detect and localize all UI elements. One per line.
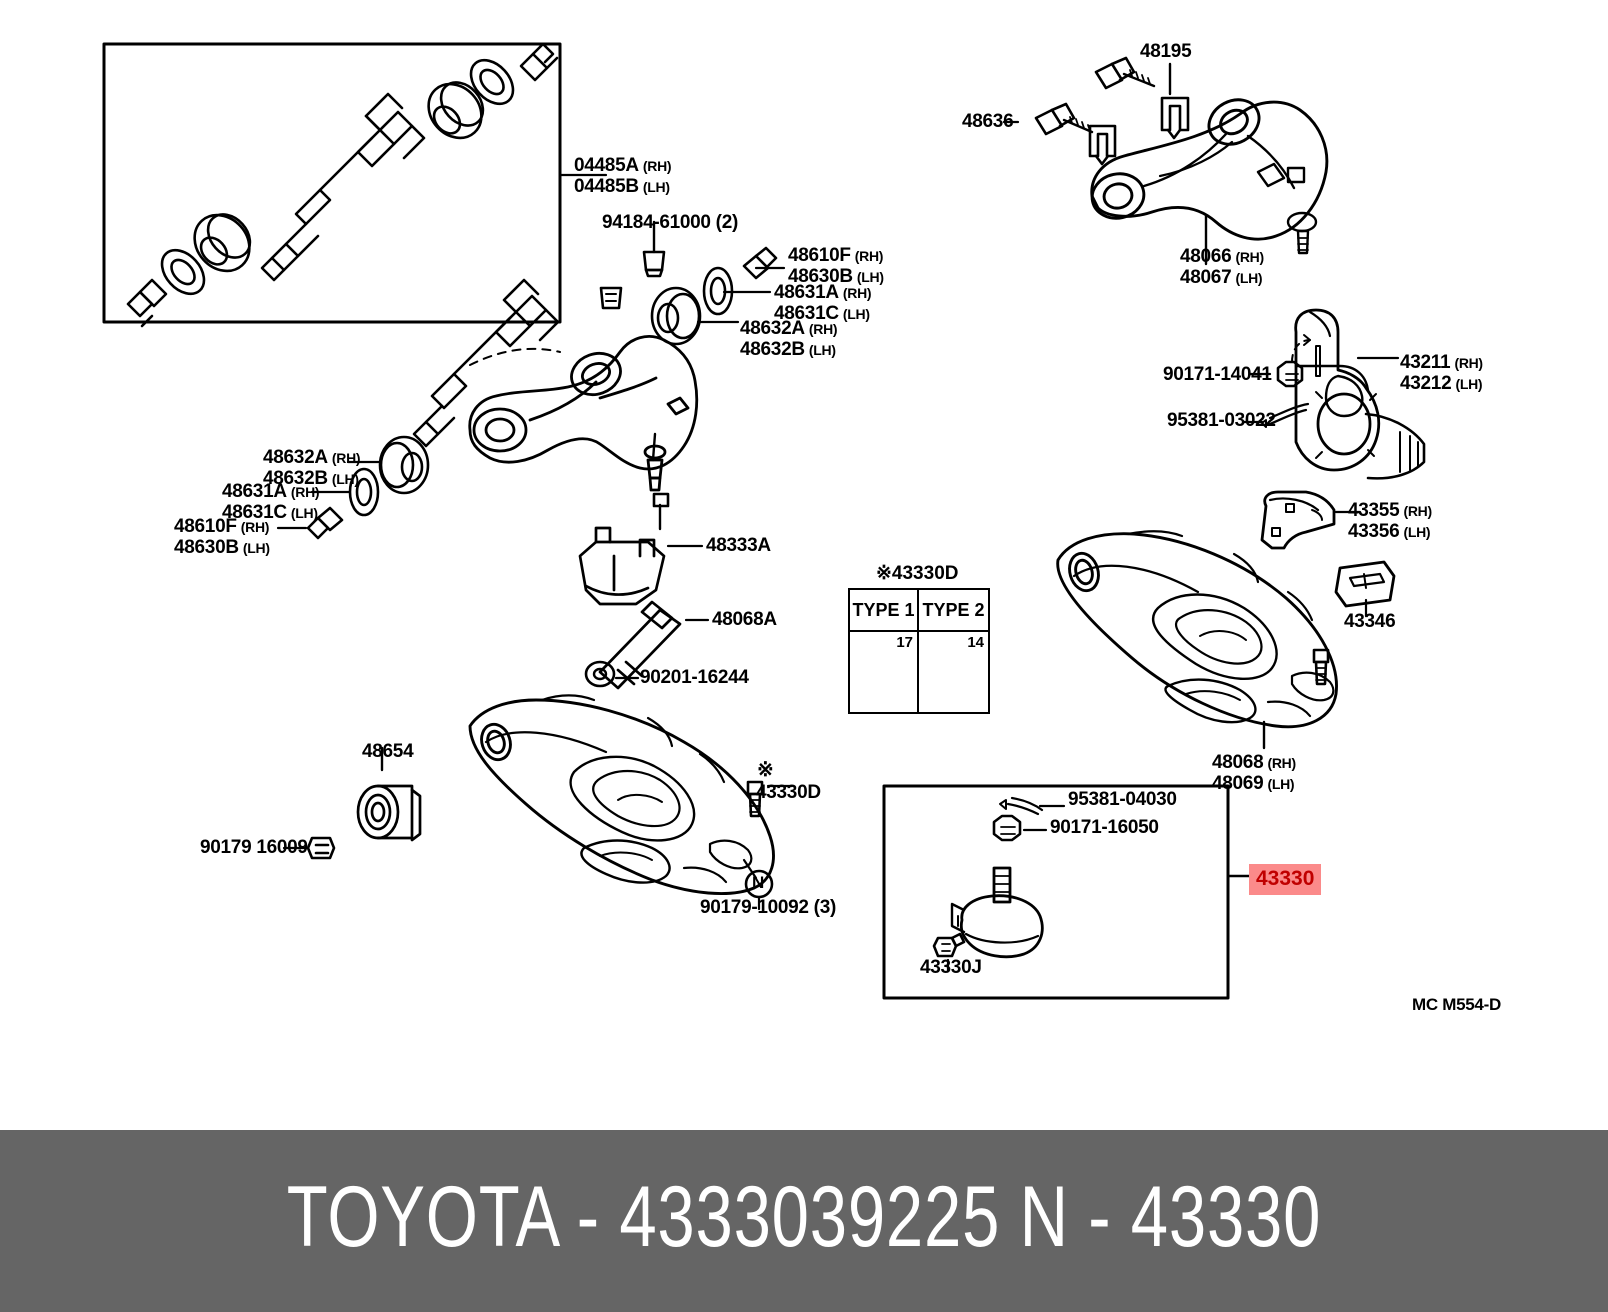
diagram-artwork: [102, 42, 1426, 1000]
label-48632A-right: 48632A (RH) 48632B (LH): [740, 318, 838, 361]
diagram-corner-code: MC M554-D: [1412, 995, 1501, 1014]
type-table-header-2: TYPE 2: [919, 590, 988, 632]
label-48066: 48066 (RH) 48067 (LH): [1180, 246, 1264, 289]
label-90179-10092: 90179-10092 (3): [700, 897, 836, 918]
label-48632A-left: 48632A (RH) 48632B (LH): [263, 447, 361, 490]
label-90201-16244: 90201-16244: [640, 667, 749, 688]
label-48068A: 48068A: [712, 609, 777, 630]
label-43330J: 43330J: [920, 957, 982, 978]
type-table: TYPE 1 17 TYPE 2 14: [848, 588, 990, 714]
type-table-cell-2: 14: [919, 632, 988, 712]
footer-part-text: TOYOTA - 4333039225 N - 43330: [286, 1169, 1322, 1265]
type-2-size: 14: [967, 634, 984, 651]
label-48610F-right: 48610F (RH) 48630B (LH): [788, 245, 884, 288]
type-table-header-1: TYPE 1: [850, 590, 917, 632]
label-94184-61000: 94184-61000 (2): [602, 212, 738, 233]
label-95381-03022: 95381-03022: [1167, 410, 1276, 431]
footer-bar: TOYOTA - 4333039225 N - 43330: [0, 1130, 1608, 1312]
n-circle-marker: N: [752, 873, 764, 892]
label-43346: 43346: [1344, 611, 1396, 632]
label-90171-16050: 90171-16050: [1050, 817, 1159, 838]
label-48654: 48654: [362, 741, 414, 762]
label-48610F-left: 48610F (RH) 48630B (LH): [174, 516, 270, 559]
star-marker-arm: ※: [757, 759, 774, 781]
type-table-cell-1: 17: [850, 632, 917, 712]
label-90171-14041: 90171-14041: [1163, 364, 1272, 385]
label-48195: 48195: [1140, 41, 1192, 62]
label-90179-16009: 90179 16009: [200, 837, 308, 858]
label-48068: 48068 (RH) 48069 (LH): [1212, 752, 1296, 795]
label-04485: 04485A (RH) 04485B (LH): [574, 155, 672, 198]
type-table-title: ※43330D: [876, 563, 959, 584]
label-43211: 43211 (RH) 43212 (LH): [1400, 352, 1483, 395]
label-43330D-arm: 43330D: [756, 782, 821, 803]
label-48636: 48636: [962, 111, 1014, 132]
label-43355: 43355 (RH) 43356 (LH): [1348, 500, 1432, 543]
label-95381-04030: 95381-04030: [1068, 789, 1177, 810]
type-1-size: 17: [896, 634, 913, 651]
label-48631A-left: 48631A (RH) 48631C (LH): [222, 481, 320, 524]
label-48631A-right: 48631A (RH) 48631C (LH): [774, 282, 872, 325]
label-48333A: 48333A: [706, 535, 771, 556]
highlighted-part-badge[interactable]: 43330: [1249, 864, 1322, 895]
